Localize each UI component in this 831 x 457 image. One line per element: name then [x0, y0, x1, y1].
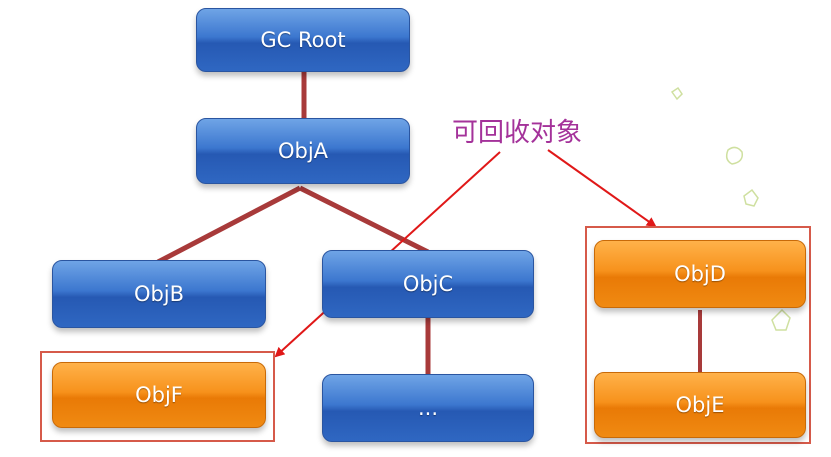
edge-obja-objc [298, 185, 430, 255]
node-obja: ObjA [196, 118, 410, 184]
node-objf: ObjF [52, 362, 266, 428]
decorative-doodle-2 [725, 146, 744, 165]
decorative-doodle-4 [771, 308, 791, 331]
objd-obje-highlight-box [585, 226, 811, 444]
node-objd: ObjD [594, 240, 806, 308]
objf-highlight-box [40, 351, 275, 442]
node-objb: ObjB [52, 260, 266, 328]
edge-obja-objb [156, 185, 302, 265]
node-gc-root: GC Root [196, 8, 410, 72]
arrow-to-objd-group [547, 149, 657, 228]
node-obje: ObjE [594, 372, 806, 438]
node-objc: ObjC [322, 250, 534, 318]
decorative-doodle-1 [670, 86, 683, 101]
node-ellipsis: ... [322, 374, 534, 442]
collectable-objects-label: 可回收对象 [452, 118, 583, 148]
decorative-doodle-3 [743, 188, 759, 207]
